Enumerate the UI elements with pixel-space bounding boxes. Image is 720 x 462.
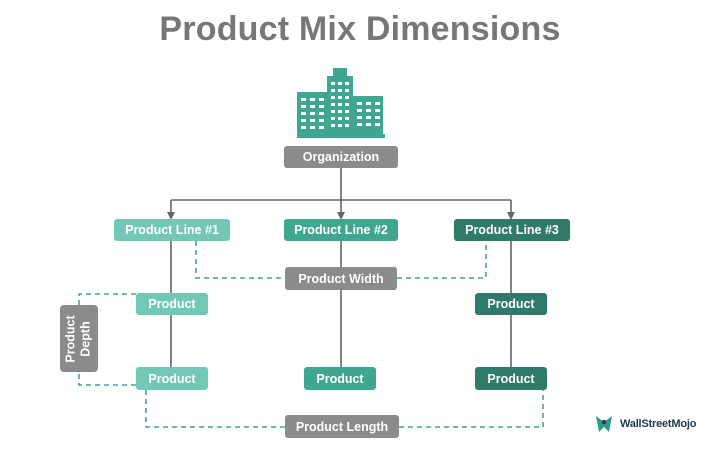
width-dashed-right (397, 241, 487, 279)
width-dashed-left (195, 241, 285, 279)
product-node-line2-bottom: Product (304, 367, 376, 390)
product-width-node: Product Width (285, 267, 397, 290)
brand-name: WallStreetMojo (620, 418, 697, 430)
length-dashed-right (399, 390, 544, 428)
product-node-line1-top: Product (136, 293, 208, 315)
product-line-3-node: Product Line #3 (454, 219, 570, 241)
product-depth-label-line1: Product (64, 314, 79, 363)
diagram-title: Product Mix Dimensions (159, 10, 561, 48)
depth-dashed-top (78, 293, 136, 305)
product-depth-node: Product Depth (60, 305, 98, 372)
office-building-icon (297, 68, 385, 138)
product-node-line3-bottom: Product (475, 367, 547, 390)
product-depth-label-line2: Depth (79, 320, 94, 357)
brand-logo: WallStreetMojo (592, 411, 696, 437)
depth-dashed-bottom (78, 372, 136, 386)
organization-node: Organization (284, 146, 398, 168)
product-length-node: Product Length (285, 415, 399, 438)
product-line-2-node: Product Line #2 (284, 219, 398, 241)
length-dashed-left (145, 390, 285, 428)
product-node-line3-top: Product (475, 293, 547, 315)
wallstreetmojo-logo-icon (596, 416, 612, 432)
product-node-line1-bottom: Product (136, 367, 208, 390)
product-line-1-node: Product Line #1 (114, 219, 230, 241)
